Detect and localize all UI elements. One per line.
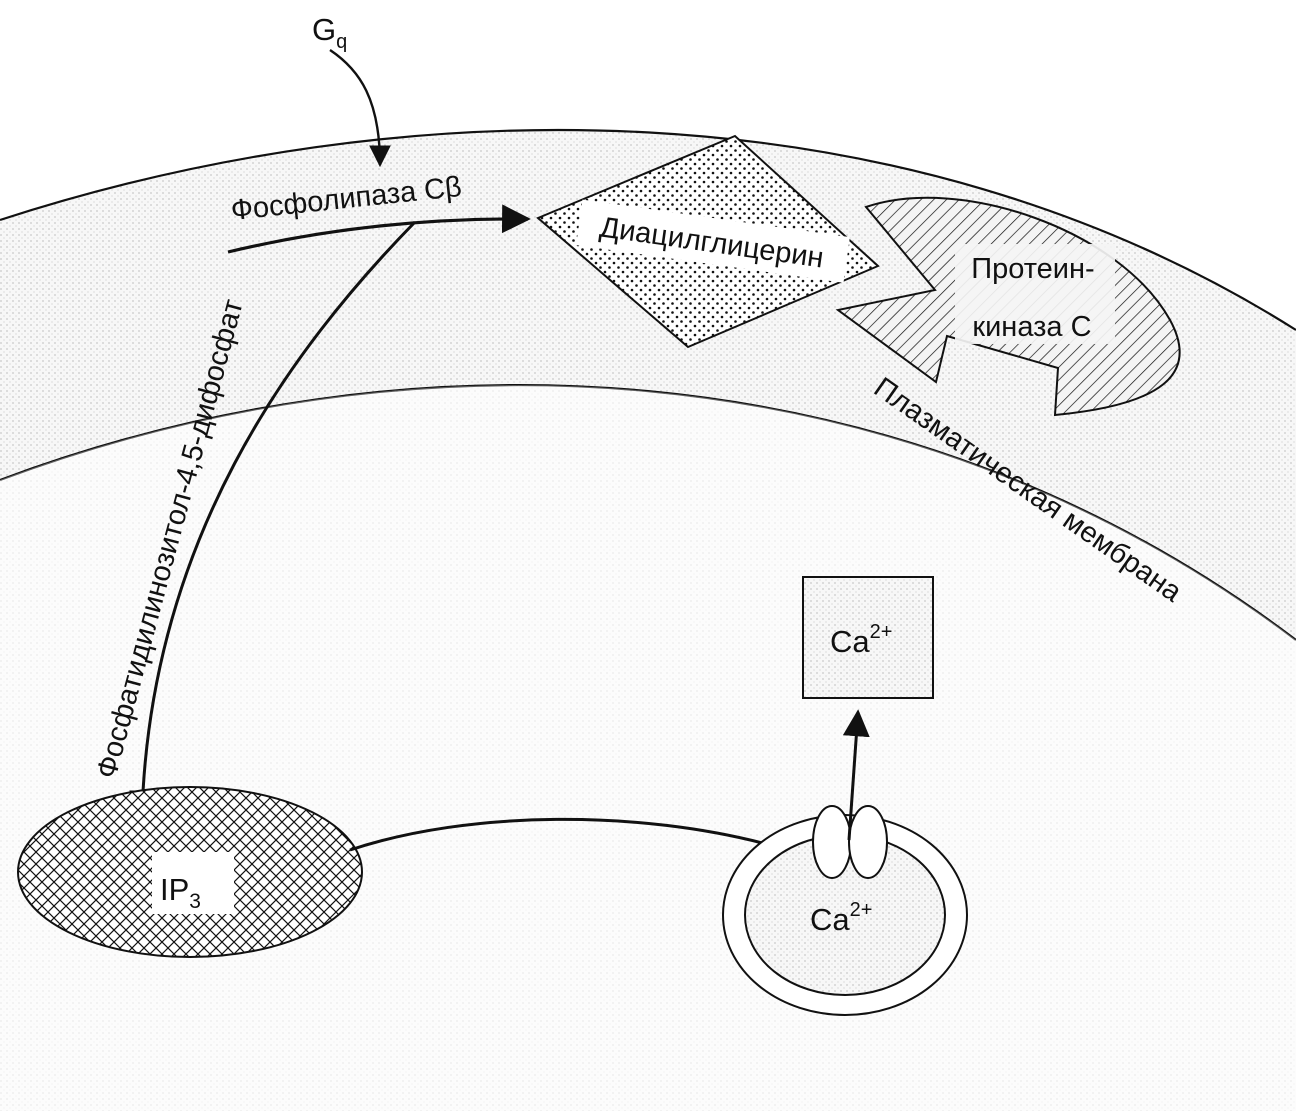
calcium-channel-right-icon <box>848 805 888 879</box>
pip2-arrow <box>129 220 417 818</box>
released-calcium-superscript: 2+ <box>870 621 893 643</box>
ip3-base: IP <box>160 872 189 907</box>
protein-kinase-c-line1: Протеин- <box>971 253 1094 285</box>
released-calcium-base: Ca <box>830 624 870 659</box>
protein-kinase-c-label: Протеин- киназа С <box>971 253 1102 343</box>
calcium-store-base: Ca <box>810 902 850 937</box>
calcium-channel-left-icon <box>812 805 852 879</box>
calcium-store-label: Ca2+ <box>810 899 872 937</box>
gq-subscript: q <box>336 31 347 53</box>
ip3-store-connector <box>349 817 771 852</box>
ip3-label-bg <box>152 852 234 914</box>
membrane-outer-edge <box>0 128 1296 331</box>
protein-kinase-c-label-bg <box>955 244 1115 344</box>
released-calcium-label: Ca2+ <box>830 621 892 659</box>
ip3-subscript: 3 <box>189 890 201 913</box>
gq-label: Gq <box>312 12 347 53</box>
calcium-store-superscript: 2+ <box>850 899 873 921</box>
gq-base: G <box>312 12 336 47</box>
diacylglycerol-label-bg <box>576 199 850 283</box>
cytoplasm <box>0 385 1296 1111</box>
released-calcium-box <box>802 576 934 699</box>
phospholipase-arrow <box>227 204 531 254</box>
ip3-label: IP3 <box>160 872 201 913</box>
gq-arrow <box>329 49 391 168</box>
calcium-release-arrow <box>842 709 870 841</box>
protein-kinase-c-line2: киназа С <box>972 311 1091 343</box>
